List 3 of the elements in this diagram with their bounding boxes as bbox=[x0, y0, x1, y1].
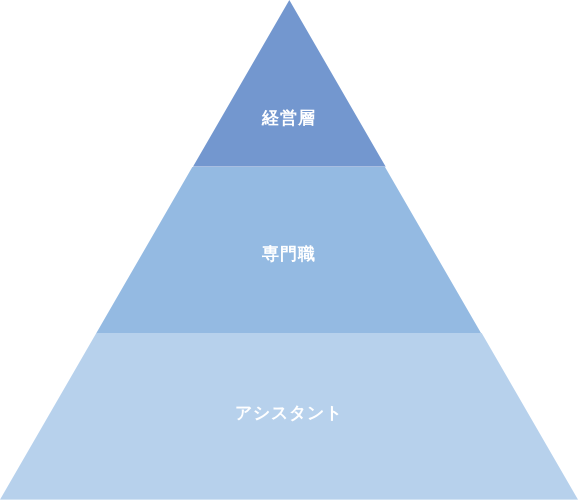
tier-label: 専門職 bbox=[262, 243, 316, 266]
tier-label: 経営層 bbox=[262, 108, 316, 130]
tier-label: アシスタント bbox=[235, 402, 343, 424]
